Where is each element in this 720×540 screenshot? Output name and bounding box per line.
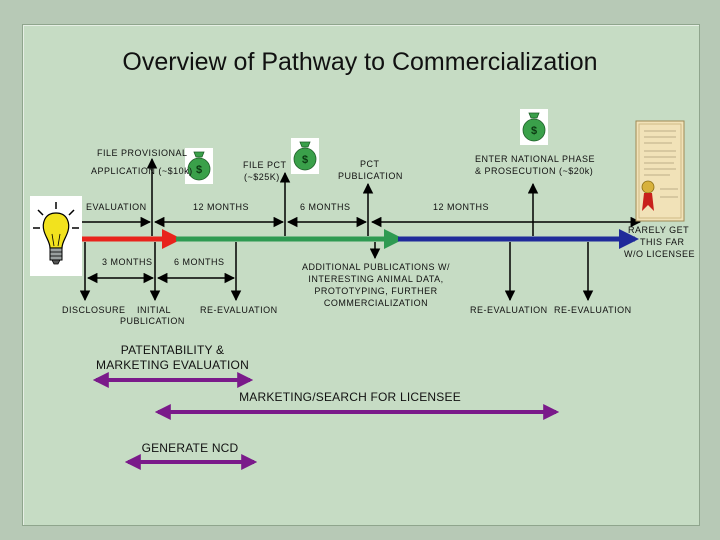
label-pct: PCT <box>360 159 380 169</box>
label-file-provisional: FILE PROVISIONAL <box>97 148 188 158</box>
label-additional-1: ADDITIONAL PUBLICATIONS W/ <box>301 262 451 272</box>
label-patentability-1: PATENTABILITY & <box>120 343 225 357</box>
label-prosecution-cost: & PROSECUTION (~$20k) <box>475 166 594 176</box>
label-patentability-2: MARKETING EVALUATION <box>96 358 249 372</box>
label-6-months-low: 6 MONTHS <box>174 257 225 267</box>
lightbulb-icon <box>30 196 82 276</box>
label-reevaluation-2: RE-EVALUATION <box>470 305 548 315</box>
label-additional-2: INTERESTING ANIMAL DATA, <box>308 274 444 284</box>
label-pct-publication: PUBLICATION <box>338 171 403 181</box>
label-rarely-2: THIS FAR <box>640 237 685 247</box>
label-6-months-top: 6 MONTHS <box>300 202 351 212</box>
label-marketing-search: MARKETING/SEARCH FOR LICENSEE <box>239 390 461 404</box>
money-bag-icon <box>290 137 320 175</box>
label-12-months-a: 12 MONTHS <box>193 202 250 212</box>
slide-title: Overview of Pathway to Commercialization <box>122 48 598 76</box>
label-file-pct: FILE PCT <box>243 160 287 170</box>
label-3-months: 3 MONTHS <box>102 257 153 267</box>
label-disclosure: DISCLOSURE <box>62 305 126 315</box>
label-provisional-cost: APPLICATION (~$10k) <box>91 166 193 176</box>
label-additional-4: COMMERCIALIZATION <box>323 298 429 308</box>
label-evaluation: EVALUATION <box>86 202 147 212</box>
label-12-months-b: 12 MONTHS <box>433 202 490 212</box>
label-pct-cost: (~$25K) <box>244 172 280 182</box>
label-generate-ncd: GENERATE NCD <box>141 441 239 455</box>
label-reevaluation-1: RE-EVALUATION <box>200 305 278 315</box>
label-initial: INITIAL <box>137 305 172 315</box>
certificate-icon <box>635 120 685 222</box>
label-additional-3: PROTOTYPING, FURTHER <box>314 286 438 296</box>
label-reevaluation-3: RE-EVALUATION <box>554 305 632 315</box>
label-initial-publication: PUBLICATION <box>120 316 185 326</box>
label-rarely-1: RARELY GET <box>628 225 690 235</box>
money-bag-icon <box>519 108 549 146</box>
label-rarely-3: W/O LICENSEE <box>624 249 696 259</box>
label-national-phase: ENTER NATIONAL PHASE <box>475 154 596 164</box>
